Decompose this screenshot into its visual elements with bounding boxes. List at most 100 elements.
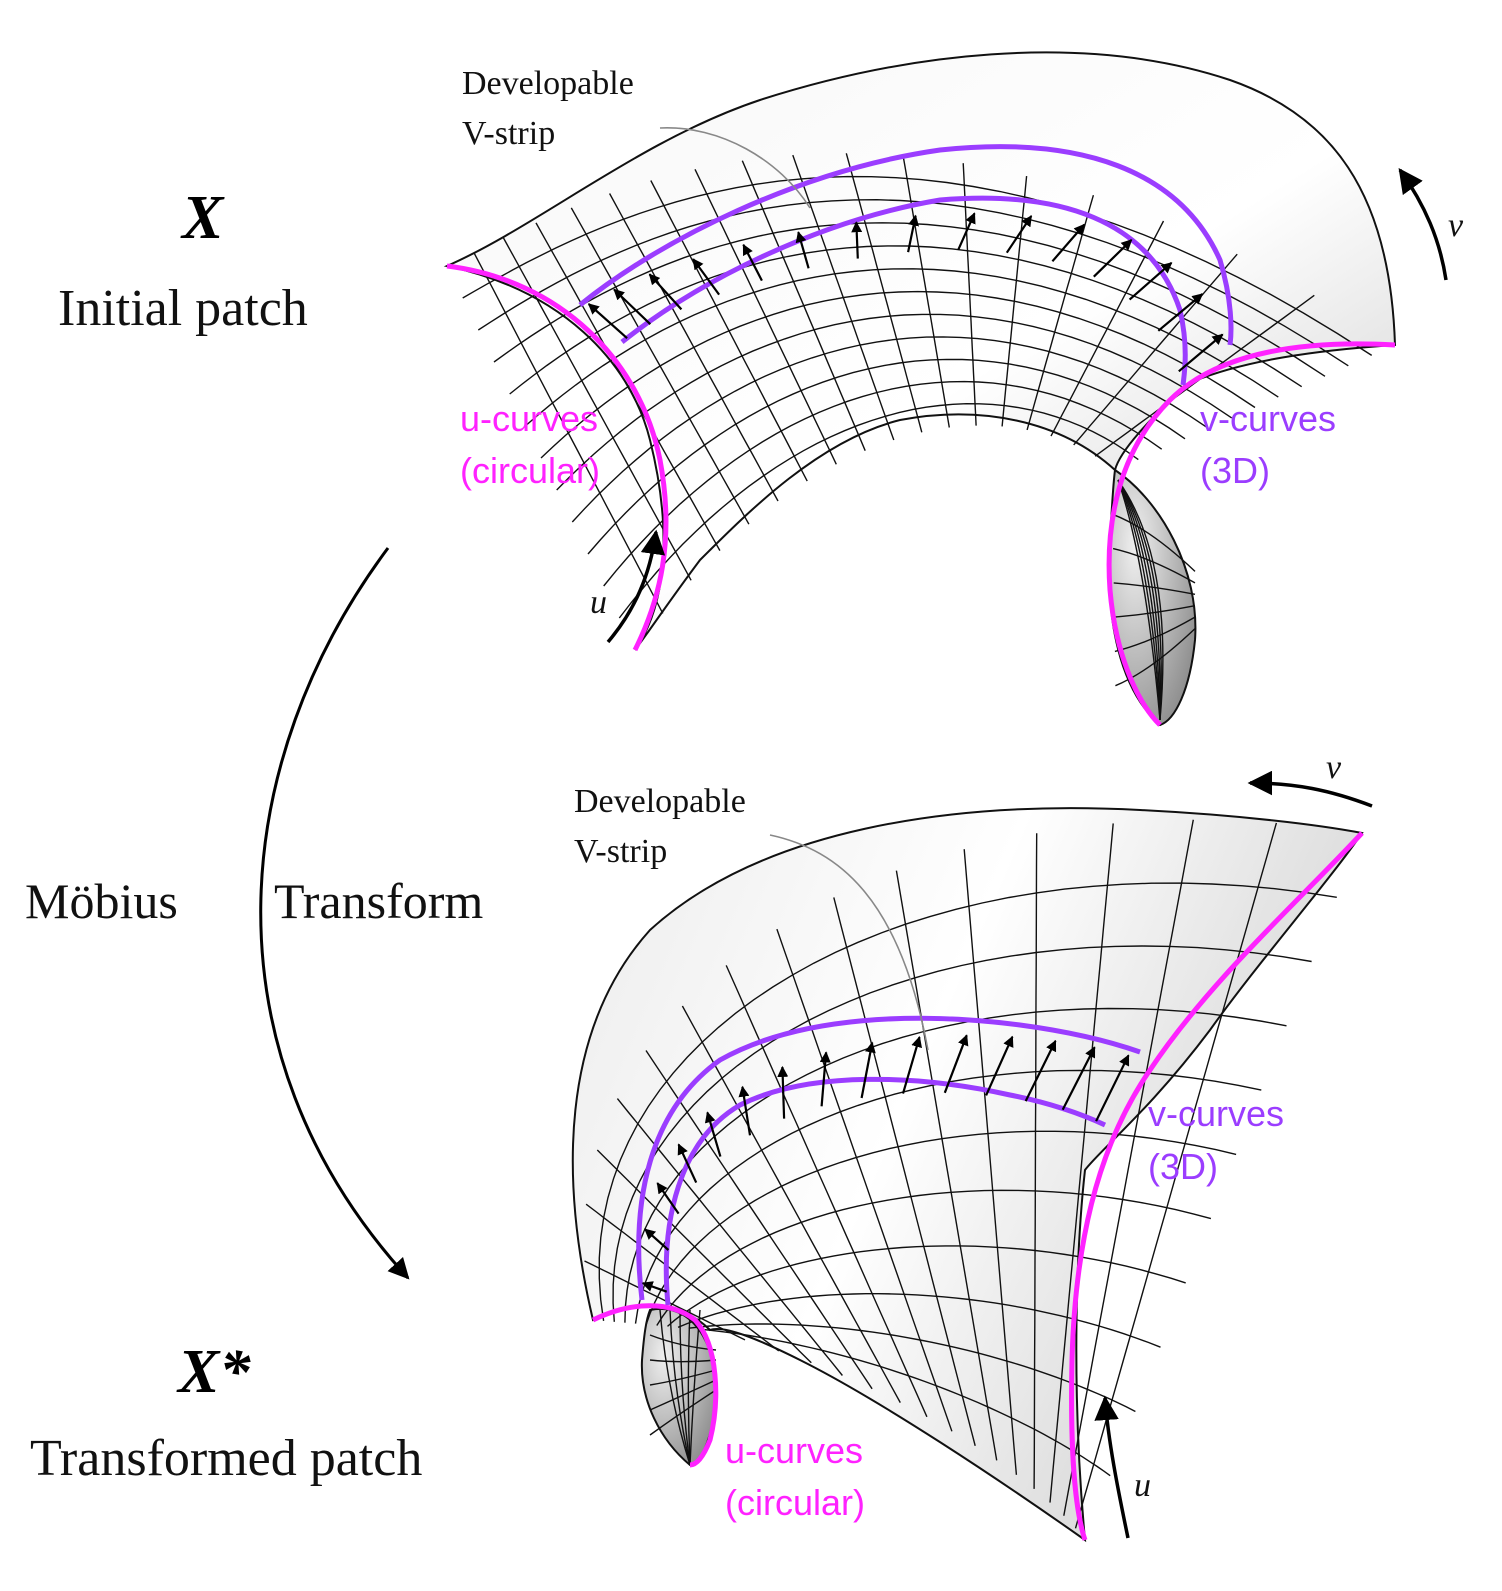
top-strip-arrow (1178, 333, 1224, 373)
bottom-strip-arrows (641, 1034, 1130, 1293)
bottom-strip-arrow (777, 1065, 789, 1119)
top-surface-flap (1108, 468, 1197, 727)
top-v-axis-label: v (1448, 207, 1464, 244)
bottom-strip-arrow (704, 1111, 722, 1157)
bottom-grid-line-across (681, 1005, 901, 1403)
top-flap-grid-line (1117, 479, 1161, 721)
top-flap-grid-line (1117, 479, 1161, 721)
top-grid-line-across (845, 153, 923, 433)
top-flap-grid-line (1115, 628, 1196, 687)
top-strip-arrow (692, 258, 720, 296)
top-flap-grid-line (1117, 479, 1161, 721)
bottom-grid-line-across (963, 849, 1018, 1475)
bottom-strip-arrow (860, 1041, 876, 1099)
bottom-flap-grid-line (659, 1309, 691, 1466)
bottom-v-axis-label: v (1326, 749, 1342, 786)
top-u-curve-right (1106, 341, 1396, 727)
bottom-u-label-line2: (circular) (725, 1482, 865, 1523)
top-strip-arrow (1051, 223, 1086, 263)
bottom-u-axis-label: u (1134, 1467, 1151, 1504)
top-grid-line-across (741, 160, 866, 451)
top-grid-line-across (535, 222, 721, 551)
top-strip-arrow (795, 231, 810, 269)
top-grid (462, 153, 1373, 721)
top-strip-leader (659, 127, 811, 209)
bottom-strip-label-line2: V-strip (574, 833, 668, 870)
top-v-label-line1: v-curves (1200, 398, 1337, 439)
top-grid-line-across (608, 193, 779, 502)
transform-word1: Möbius (25, 873, 178, 929)
bottom-u-curve-left (591, 1303, 719, 1468)
bottom-strip-arrow (644, 1228, 670, 1251)
top-strip-arrow (1157, 293, 1204, 332)
top-strip-arrow (1128, 261, 1173, 301)
bottom-strip-arrow (943, 1034, 969, 1094)
bottom-grid-line-across (1049, 823, 1114, 1503)
top-u-axis-arrow (606, 529, 666, 644)
bottom-strip-label-line1: Developable (574, 783, 746, 820)
transform-word2: Transform (274, 873, 484, 929)
bottom-v-curve-lower (663, 1076, 1107, 1306)
bottom-strip-arrow (641, 1281, 668, 1293)
bottom-grid-line-across (1063, 819, 1194, 1516)
top-strip-label-line1: Developable (462, 65, 634, 102)
top-grid-line-across (902, 155, 950, 428)
bottom-grid-line-across (776, 928, 953, 1432)
top-u-label-line1: u-curves (460, 398, 599, 439)
top-strip-arrow (907, 214, 919, 253)
bottom-strip-arrow (738, 1085, 752, 1136)
bottom-strip-arrow (985, 1035, 1014, 1096)
bottom-strip-arrow (819, 1051, 831, 1107)
top-strip-arrow (1005, 215, 1033, 254)
top-u-curve-left (446, 263, 669, 652)
bottom-u-axis-arrow (1094, 1395, 1130, 1539)
bottom-strip-arrow (901, 1036, 923, 1094)
top-surface (443, 51, 1448, 727)
bottom-surface-body (571, 807, 1364, 1543)
top-strip-arrow (587, 303, 628, 340)
top-flap-grid-line (1112, 547, 1196, 584)
bottom-flap-grid-line (649, 1389, 717, 1436)
bottom-strip-leader (769, 834, 929, 1051)
top-strip-arrow (851, 221, 863, 259)
bottom-v-curve-upper (636, 1015, 1141, 1301)
top-v-label-line2: (3D) (1200, 450, 1270, 491)
top-flap-grid-line (1114, 605, 1196, 618)
top-flap-grid-line (1117, 479, 1164, 721)
bottom-u-label-line1: u-curves (725, 1430, 864, 1471)
top-strip-arrow (957, 212, 976, 251)
top-flap-grid-line (1117, 479, 1162, 721)
bottom-caption: Transformed patch (30, 1430, 423, 1487)
bottom-v-label-line2: (3D) (1148, 1146, 1218, 1187)
top-grid-line-across (1050, 220, 1165, 437)
bottom-flap-grid-line (649, 1379, 717, 1411)
top-flap-grid-line (1112, 513, 1196, 572)
bottom-grid-line-across (833, 897, 976, 1446)
top-flap-grid-line (1117, 479, 1161, 721)
top-grid-line-across (650, 180, 808, 482)
bottom-v-axis-arrow (1247, 770, 1373, 808)
top-strip-arrows (587, 212, 1224, 373)
top-grid-line-across (1073, 253, 1238, 446)
top-grid-line-across (473, 252, 664, 614)
bottom-flap-grid-line (687, 1309, 691, 1466)
bottom-grid-line-across (585, 1203, 780, 1352)
top-strip-arrow (613, 288, 652, 325)
bottom-surface (571, 770, 1373, 1543)
top-strip-arrow (1093, 239, 1133, 278)
bottom-grid-line-across (596, 1149, 812, 1364)
top-u-axis-label: u (590, 584, 607, 621)
bottom-grid-line-across (895, 870, 998, 1461)
top-u-label-line2: (circular) (460, 450, 600, 491)
bottom-grid-line-across (1033, 833, 1038, 1489)
bottom-flap-grid-line (679, 1309, 691, 1466)
bottom-strip-arrow (656, 1182, 680, 1215)
top-caption: Initial patch (58, 280, 308, 337)
bottom-symbol: X* (178, 1338, 251, 1406)
top-v-axis-arrow (1398, 168, 1448, 281)
top-strip-arrow (648, 273, 683, 311)
bottom-u-curve-right (1069, 831, 1364, 1541)
top-surface-body (443, 51, 1397, 651)
top-grid-line-across (962, 163, 977, 426)
